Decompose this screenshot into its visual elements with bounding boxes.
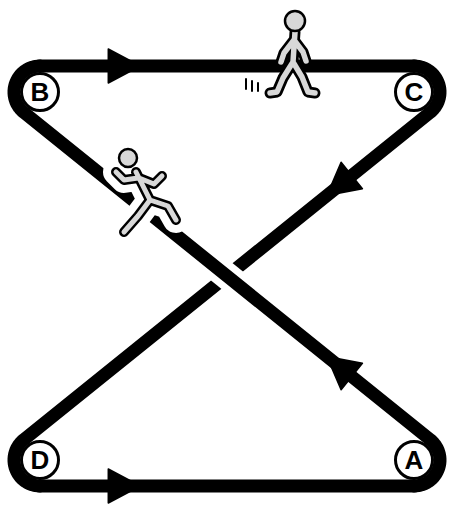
station-letter: D xyxy=(31,447,50,473)
arrow-head xyxy=(327,356,363,389)
circle-shape xyxy=(22,442,59,479)
running-figure xyxy=(113,143,176,232)
track-connector-group xyxy=(14,66,440,486)
walker-body xyxy=(270,32,315,93)
station-circle: C xyxy=(394,72,434,112)
track-connector xyxy=(40,66,414,72)
runner-head xyxy=(119,149,137,167)
station-letter: A xyxy=(405,447,424,473)
station-circle: A xyxy=(394,440,434,480)
runner-halo xyxy=(116,172,176,232)
circle-shape xyxy=(396,74,433,111)
track-connector xyxy=(40,480,414,486)
runner-body xyxy=(116,172,176,232)
arrow-head xyxy=(108,49,140,83)
station-letter: C xyxy=(405,79,424,105)
walking-figure xyxy=(246,11,315,93)
circle-shape xyxy=(396,442,433,479)
station-letter: B xyxy=(31,79,50,105)
station-circle: D xyxy=(20,440,60,480)
arrow-head xyxy=(108,469,140,503)
motion-lines xyxy=(246,79,258,91)
walker-head xyxy=(285,11,305,31)
track-connector-group xyxy=(40,49,414,83)
station-circle: B xyxy=(20,72,60,112)
arrow-head xyxy=(327,162,363,195)
track-connector-group xyxy=(14,66,440,486)
track-connector xyxy=(14,66,440,486)
walker-outline xyxy=(270,32,315,93)
circle-shape xyxy=(22,74,59,111)
runner-outline xyxy=(116,172,176,232)
track-connector-group xyxy=(40,469,414,503)
track-connector xyxy=(14,66,440,486)
